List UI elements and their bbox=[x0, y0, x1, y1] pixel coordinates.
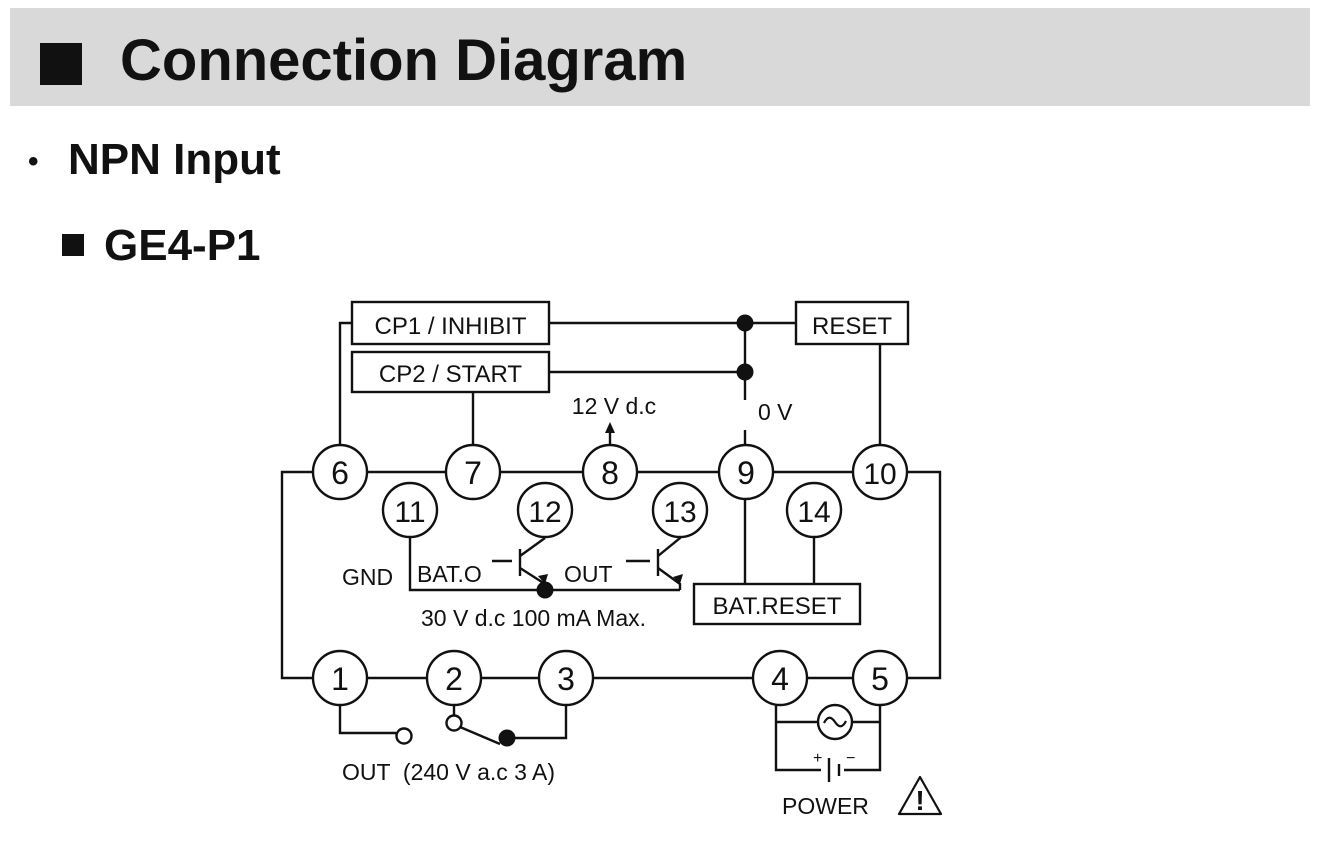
relay-output-label: OUT (240 V a.c 3 A) bbox=[342, 759, 555, 785]
model-heading: GE4-P1 bbox=[62, 218, 261, 274]
svg-text:RESET: RESET bbox=[812, 313, 892, 340]
terminal-14-label: 14 bbox=[797, 496, 830, 529]
svg-text:CP1 / INHIBIT: CP1 / INHIBIT bbox=[374, 313, 526, 340]
zero-volt-label: 0 V bbox=[758, 399, 793, 425]
terminal-5 bbox=[851, 649, 909, 707]
terminal-6-label: 6 bbox=[331, 455, 349, 491]
model-square-icon bbox=[62, 234, 84, 257]
cp2-start-box: CP2 / START bbox=[350, 350, 551, 394]
out-transistor-label: OUT bbox=[564, 561, 613, 587]
terminal-13-label: 13 bbox=[663, 496, 696, 529]
terminal-11-label: 11 bbox=[394, 496, 425, 529]
svg-text:CP2 / START: CP2 / START bbox=[379, 361, 522, 388]
gnd-label: GND bbox=[342, 564, 393, 590]
terminal-7-label: 7 bbox=[464, 455, 482, 491]
terminal-10-label: 10 bbox=[863, 458, 896, 491]
terminal-3 bbox=[537, 649, 595, 707]
terminal-6 bbox=[311, 443, 369, 501]
terminal-12-label: 12 bbox=[528, 496, 561, 529]
svg-text:BAT.RESET: BAT.RESET bbox=[713, 593, 842, 620]
bat-reset-box: BAT.RESET bbox=[692, 582, 862, 626]
terminal-14 bbox=[785, 481, 843, 539]
reset-box: RESET bbox=[794, 300, 910, 346]
terminal-4-label: 4 bbox=[771, 661, 789, 697]
minus-label: − bbox=[846, 750, 855, 767]
supply-voltage-label: 12 V d.c bbox=[572, 393, 656, 419]
terminal-1-label: 1 bbox=[331, 661, 349, 697]
terminal-9-label: 9 bbox=[737, 455, 755, 491]
bullet-icon: • bbox=[28, 145, 39, 179]
terminal-4 bbox=[751, 649, 809, 707]
terminal-7 bbox=[444, 443, 502, 501]
warning-icon: ! bbox=[897, 775, 943, 816]
section-header: Connection Diagram bbox=[10, 8, 1310, 106]
transistor-rating-label: 30 V d.c 100 mA Max. bbox=[421, 605, 646, 631]
terminal-8 bbox=[581, 443, 639, 501]
terminal-3-label: 3 bbox=[557, 661, 575, 697]
terminal-5-label: 5 bbox=[871, 661, 889, 697]
power-label: POWER bbox=[782, 793, 869, 819]
terminal-2-label: 2 bbox=[445, 661, 463, 697]
terminal-10 bbox=[851, 443, 909, 501]
terminal-11 bbox=[381, 481, 439, 539]
terminal-12 bbox=[516, 481, 574, 539]
terminal-1 bbox=[311, 649, 369, 707]
model-title: GE4-P1 bbox=[104, 221, 261, 270]
bat-o-label: BAT.O bbox=[417, 561, 482, 587]
input-type-heading: • NPN Input bbox=[28, 132, 281, 190]
page-title: Connection Diagram bbox=[120, 28, 688, 93]
cp1-inhibit-box: CP1 / INHIBIT bbox=[350, 300, 551, 346]
plus-label: + bbox=[813, 750, 822, 767]
terminal-13 bbox=[651, 481, 709, 539]
terminal-2 bbox=[425, 649, 483, 707]
svg-text:!: ! bbox=[915, 785, 924, 816]
header-square-icon bbox=[40, 43, 82, 85]
terminal-9 bbox=[717, 443, 775, 501]
terminal-8-label: 8 bbox=[601, 455, 619, 491]
input-type-title: NPN Input bbox=[68, 135, 281, 184]
